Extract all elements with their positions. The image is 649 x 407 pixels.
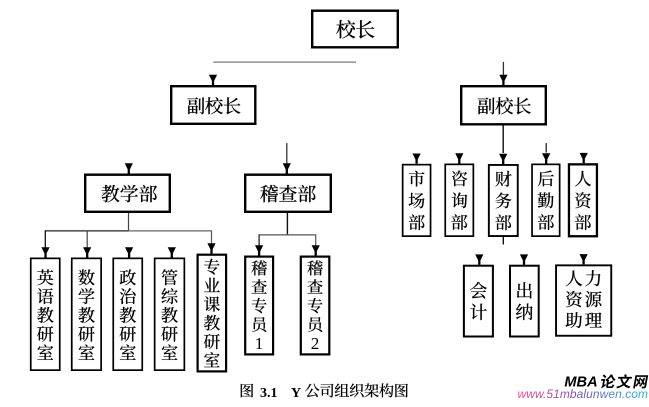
svg-text:Y: Y — [291, 386, 301, 401]
svg-text:3.1: 3.1 — [260, 386, 278, 401]
svg-text:2: 2 — [311, 334, 320, 353]
svg-text:1: 1 — [255, 334, 264, 353]
svg-text:MBA: MBA — [564, 374, 597, 390]
svg-text:www.51mbalunwen.com: www.51mbalunwen.com — [518, 387, 649, 401]
